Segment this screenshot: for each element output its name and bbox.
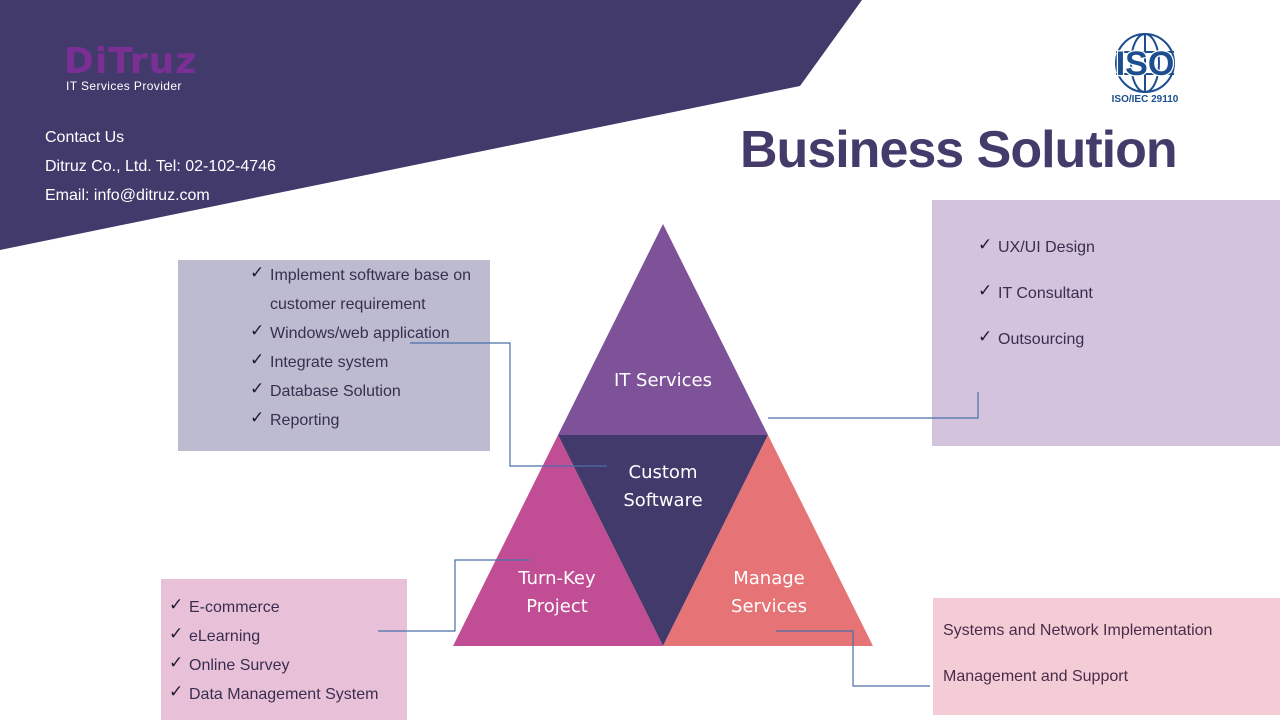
check-icon: ✓ xyxy=(250,379,265,399)
company-logo: DiTruz xyxy=(64,42,197,82)
check-icon: ✓ xyxy=(169,682,184,702)
check-icon: ✓ xyxy=(169,595,184,615)
connector-it-services xyxy=(768,392,979,419)
it-services-triangle xyxy=(558,224,768,435)
list-item: ✓ Implement software base on xyxy=(250,263,471,284)
iso-badge: ISO xyxy=(1104,32,1186,110)
page-title: Business Solution xyxy=(740,121,1178,179)
manage-services-triangle xyxy=(663,435,873,646)
list-item: ✓ Windows/web application xyxy=(250,321,450,342)
turnkey-triangle xyxy=(453,435,663,646)
list-item: ✓ Reporting xyxy=(250,408,340,429)
check-icon: ✓ xyxy=(169,624,184,644)
connector-custom-software xyxy=(410,342,607,467)
check-icon: ✓ xyxy=(978,281,993,301)
list-item: Systems and Network Implementation xyxy=(943,622,1213,639)
globe-icon: ISO xyxy=(1114,33,1176,93)
turnkey-label: Turn-Key Project xyxy=(518,568,596,617)
turnkey-list: ✓ E-commerce ✓ eLearning ✓ Online Survey… xyxy=(169,595,379,712)
check-icon: ✓ xyxy=(250,350,265,370)
contact-email: Email: info@ditruz.com xyxy=(45,187,210,204)
check-icon: ✓ xyxy=(250,263,265,283)
list-item: ✓ eLearning xyxy=(169,624,261,645)
connector-manage-services xyxy=(776,630,930,687)
manage-services-panel: Systems and Network Implementation Manag… xyxy=(933,598,1280,715)
logo-wordmark: DiTruz xyxy=(64,41,198,82)
custom-software-list: ✓ Implement software base on customer re… xyxy=(250,263,471,438)
custom-software-panel: ✓ Implement software base on customer re… xyxy=(178,260,490,451)
connector-turnkey xyxy=(378,559,530,632)
it-services-panel: ✓ UX/UI Design ✓ IT Consultant ✓ Outsour… xyxy=(932,200,1280,446)
contact-company: Ditruz Co., Ltd. Tel: 02-102-4746 xyxy=(45,158,276,175)
list-item: ✓ Online Survey xyxy=(169,653,290,674)
list-item: ✓ Outsourcing xyxy=(978,327,1085,348)
logo-tagline: IT Services Provider xyxy=(66,79,182,93)
list-item: ✓ E-commerce xyxy=(169,595,280,616)
check-icon: ✓ xyxy=(169,653,184,673)
list-item: ✓ Database Solution xyxy=(250,379,401,400)
check-icon: ✓ xyxy=(250,321,265,341)
contact-heading: Contact Us xyxy=(45,129,125,146)
manage-services-label: Manage Services xyxy=(731,568,807,617)
list-item: ✓ UX/UI Design xyxy=(978,235,1095,256)
list-item: ✓ Integrate system xyxy=(250,350,389,371)
iso-mark: ISO xyxy=(1116,45,1175,83)
check-icon: ✓ xyxy=(978,235,993,255)
list-item: Management and Support xyxy=(943,668,1129,685)
it-services-list: ✓ UX/UI Design ✓ IT Consultant ✓ Outsour… xyxy=(978,235,1095,374)
custom-software-triangle xyxy=(558,435,768,646)
check-icon: ✓ xyxy=(978,327,993,347)
list-item: ✓ IT Consultant xyxy=(978,281,1093,302)
list-item: customer requirement xyxy=(270,296,426,313)
iso-standard: ISO/IEC 29110 xyxy=(1111,94,1179,105)
turnkey-panel: ✓ E-commerce ✓ eLearning ✓ Online Survey… xyxy=(161,579,407,720)
list-item: ✓ Data Management System xyxy=(169,682,379,703)
check-icon: ✓ xyxy=(250,408,265,428)
it-services-label: IT Services xyxy=(614,370,712,391)
custom-software-label: Custom Software xyxy=(623,462,703,511)
